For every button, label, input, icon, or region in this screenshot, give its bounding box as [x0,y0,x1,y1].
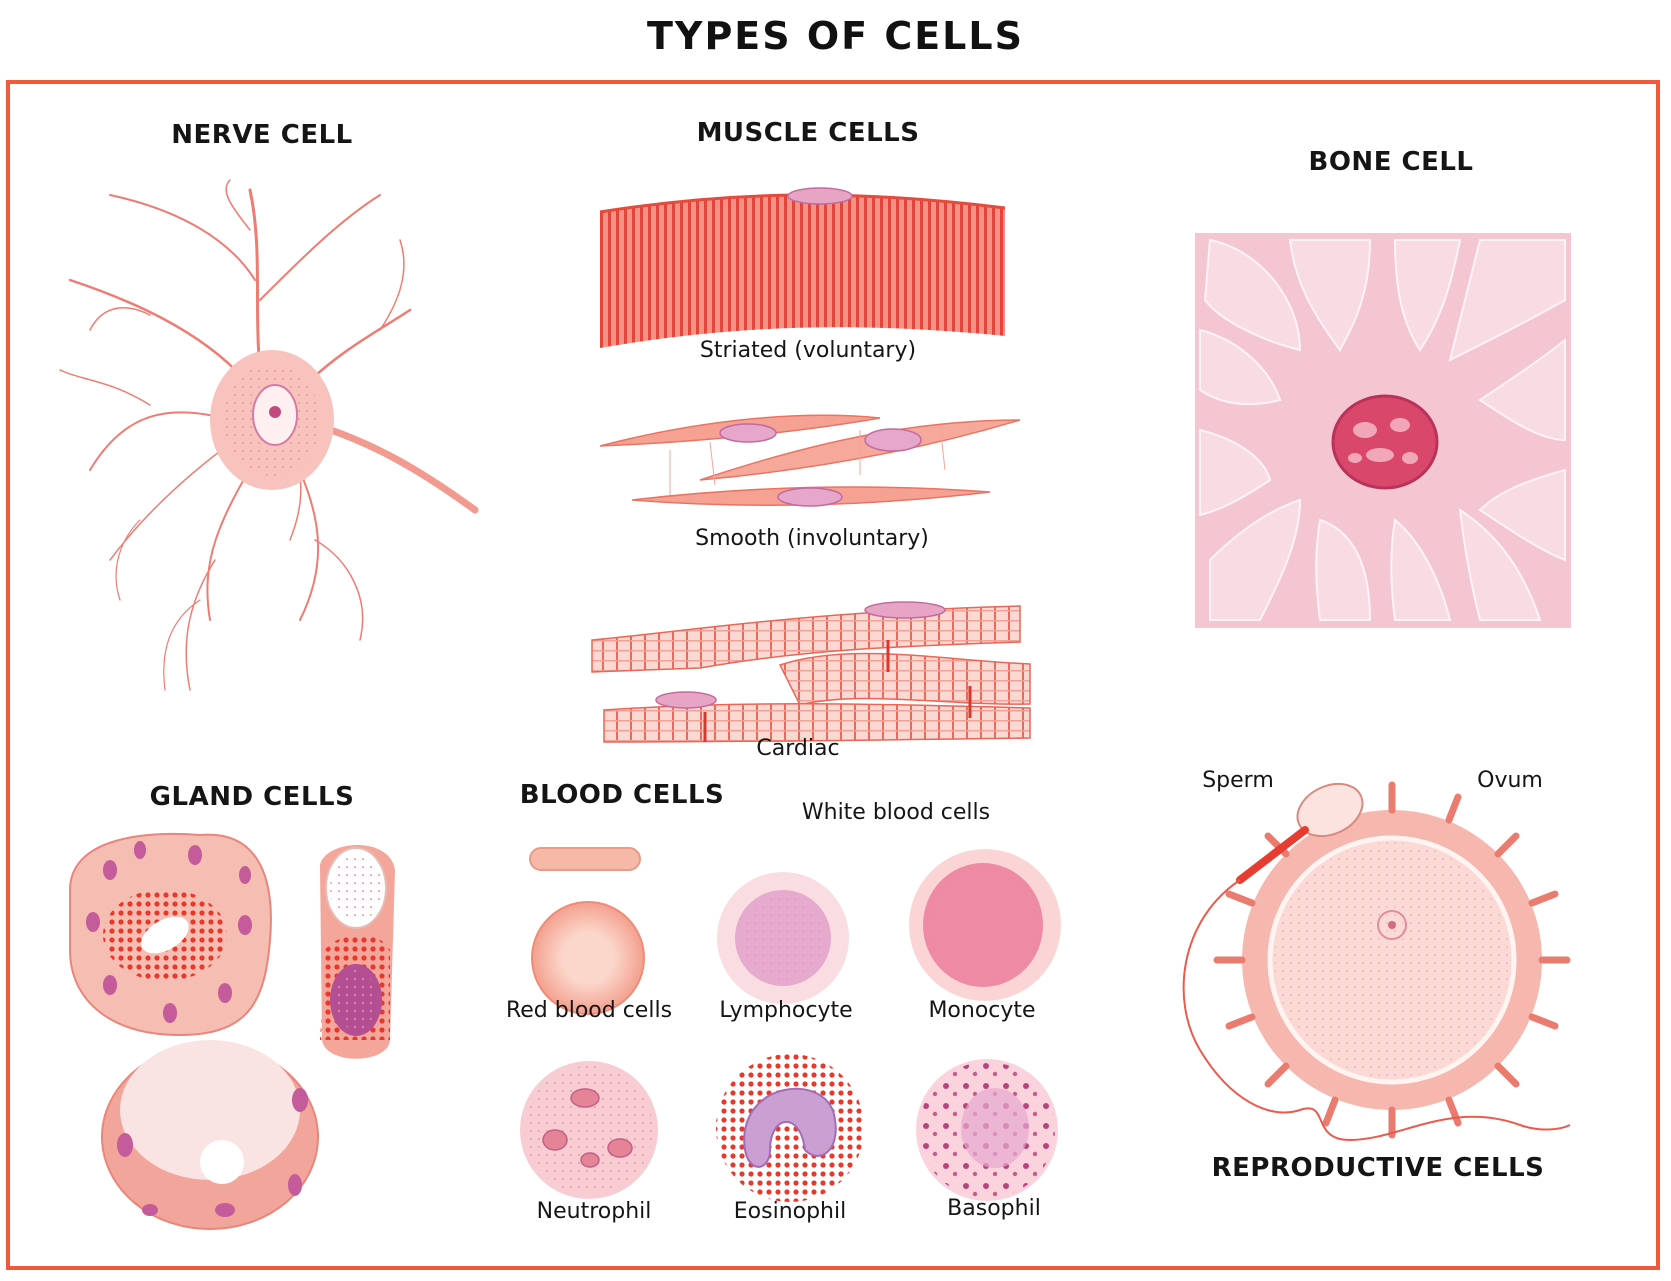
smooth-muscle-drawing [599,414,1021,507]
nerve-cell-heading: NERVE CELL [171,120,353,150]
bone-cell-drawing [1195,233,1571,628]
red-blood-cells-caption: Red blood cells [505,998,673,1023]
gland-cells-drawing [69,832,395,1230]
reproductive-cells-heading: REPRODUCTIVE CELLS [1211,1153,1545,1183]
lymphocyte-caption: Lymphocyte [719,998,853,1023]
reproductive-cells-drawing [1182,781,1571,1142]
blood-cells-heading: BLOOD CELLS [519,780,725,810]
cardiac-caption: Cardiac [756,736,840,761]
eosinophil-caption: Eosinophil [733,1199,847,1224]
sperm-caption: Sperm [1202,768,1274,793]
monocyte-caption: Monocyte [928,998,1036,1023]
muscle-cells-heading: MUSCLE CELLS [696,118,920,148]
striated-muscle-drawing [599,187,1006,348]
cardiac-muscle-drawing [591,601,1031,743]
bone-cell-heading: BONE CELL [1308,147,1474,177]
white-blood-cells-caption: White blood cells [801,800,991,825]
nerve-cell-body [210,350,334,490]
chart-frame [6,80,1660,1270]
page-title: TYPES OF CELLS [647,14,1024,58]
blood-cells-drawing [520,847,1061,1202]
smooth-caption: Smooth (involuntary) [695,526,929,551]
ovum-caption: Ovum [1477,768,1543,793]
striated-caption: Striated (voluntary) [699,338,917,363]
basophil-caption: Basophil [947,1196,1041,1221]
neutrophil-caption: Neutrophil [536,1199,652,1224]
gland-cells-heading: GLAND CELLS [149,782,355,812]
